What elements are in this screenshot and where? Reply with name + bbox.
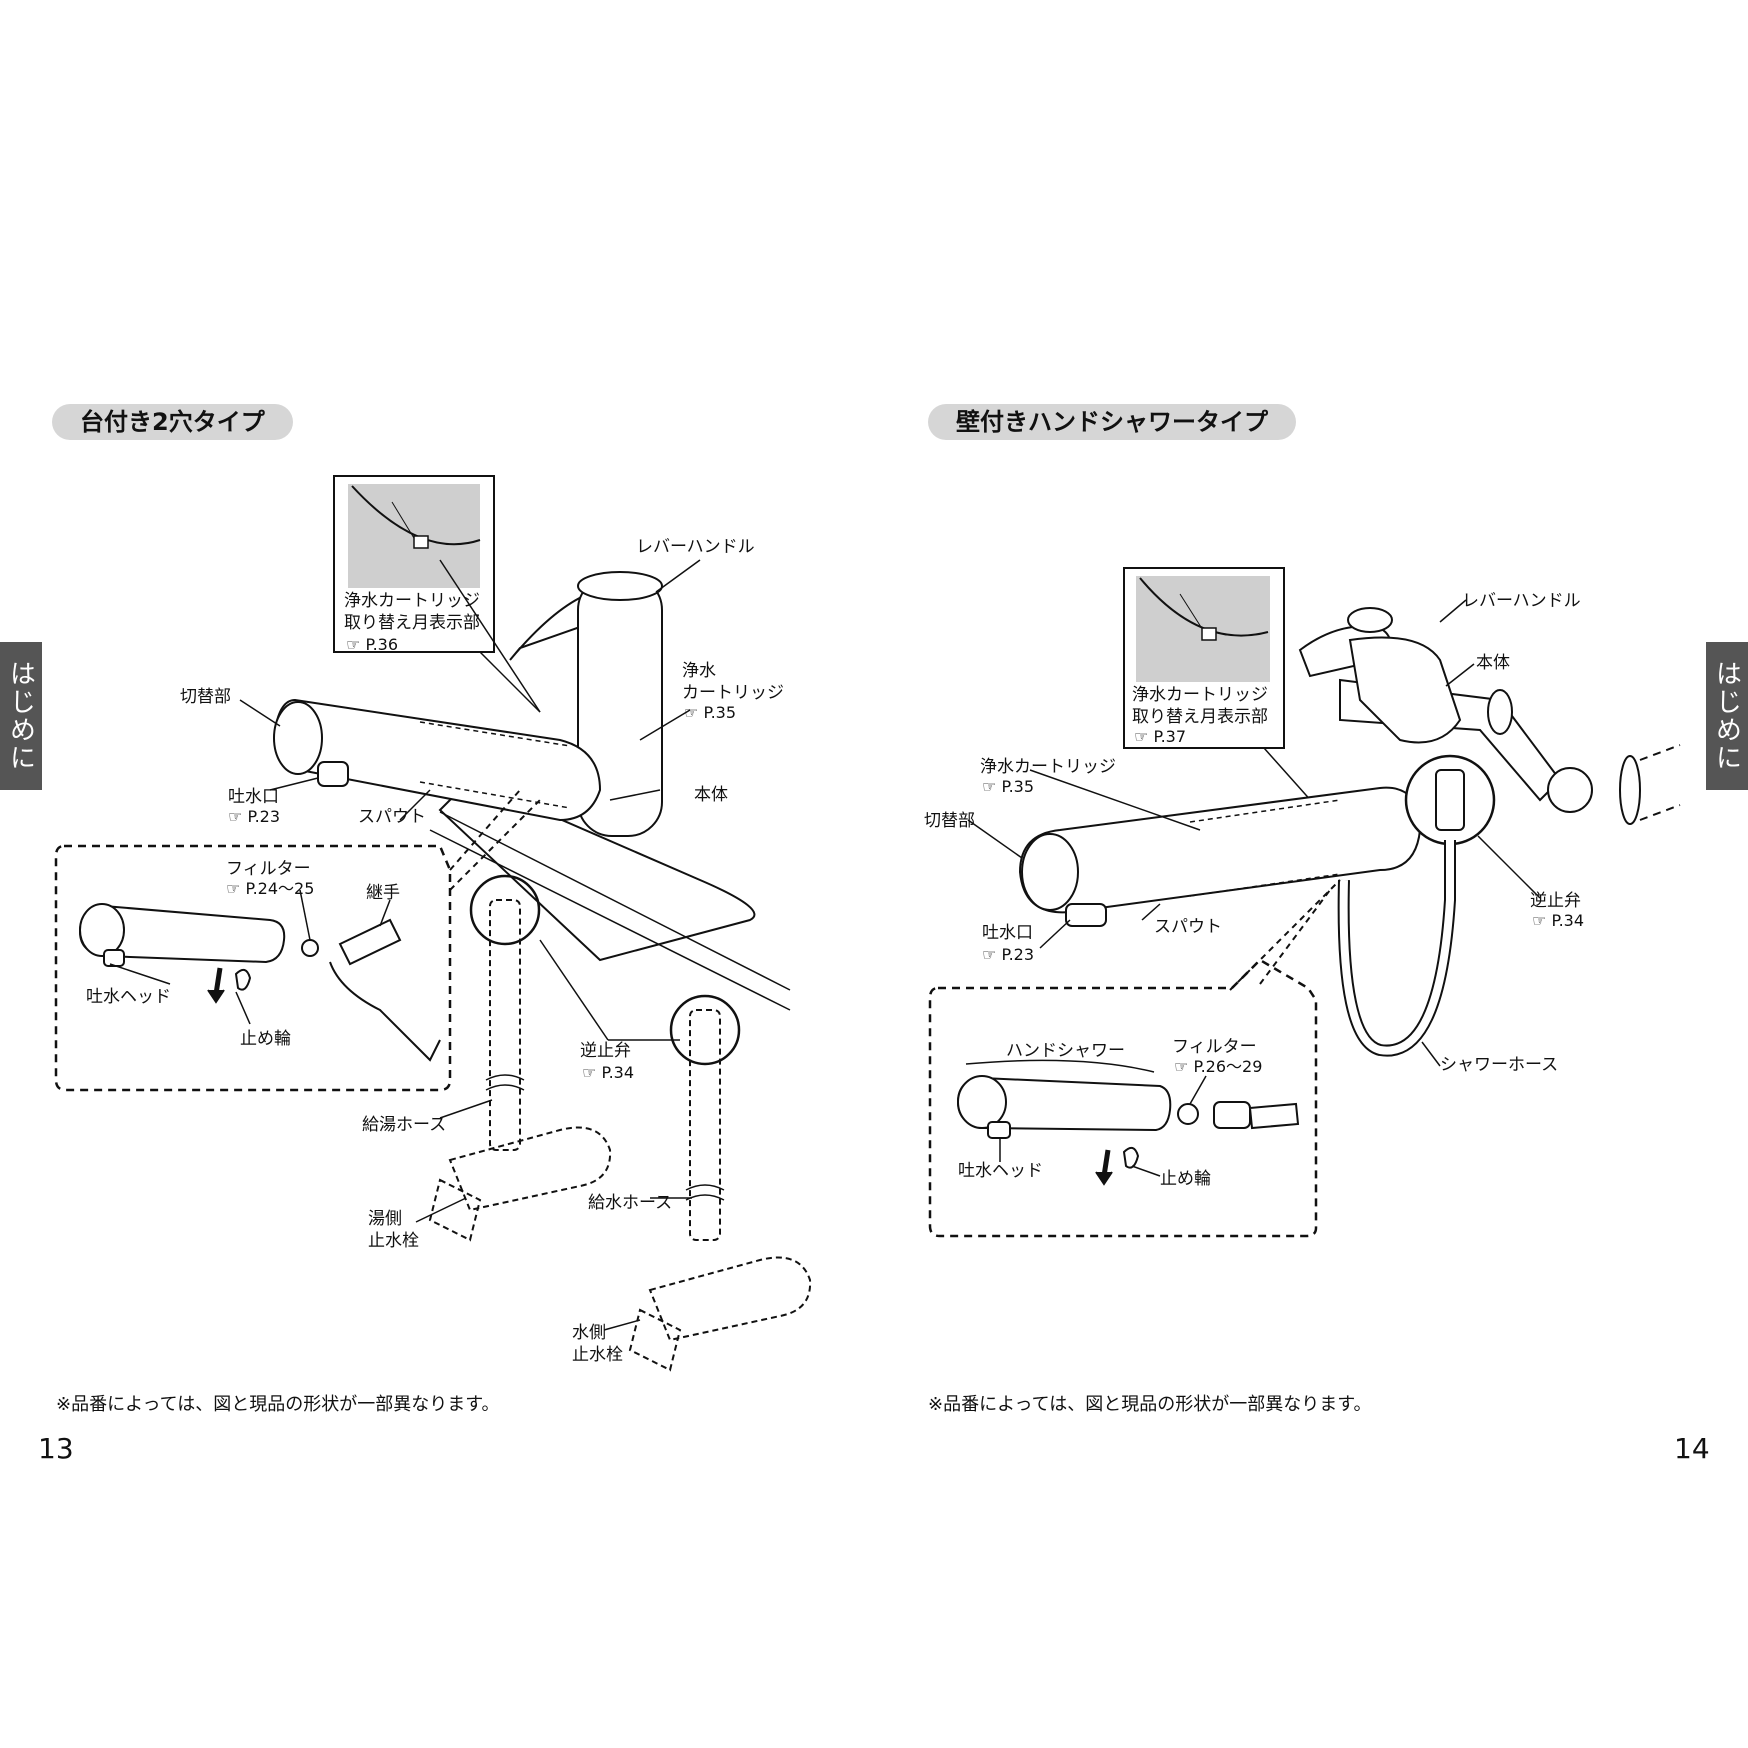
left-label-body: 本体 (694, 785, 728, 805)
left-label-head: 吐水ヘッド (86, 987, 171, 1007)
right-cartridge-ref[interactable]: ☞ P.35 (982, 777, 1035, 796)
right-filter-ref[interactable]: ☞ P.26〜29 (1174, 1057, 1263, 1076)
left-label-hot-valve-2: 止水栓 (368, 1231, 419, 1251)
left-label-spout: スパウト (358, 807, 426, 827)
left-page-number: 13 (38, 1432, 74, 1465)
right-label-check-valve: 逆止弁 (1530, 891, 1581, 911)
left-cartridge-ref[interactable]: ☞ P.35 (684, 703, 737, 722)
right-label-cartridge: 浄水カートリッジ (980, 757, 1116, 777)
pointing-hand-icon: ☞ (982, 777, 997, 796)
pointing-hand-icon: ☞ (982, 945, 997, 964)
left-note: ※品番によっては、図と現品の形状が一部異なります。 (56, 1394, 500, 1415)
right-check-ref[interactable]: ☞ P.34 (1532, 911, 1585, 930)
right-label-ring: 止め輪 (1160, 1169, 1211, 1189)
left-label-cold-valve-2: 止水栓 (572, 1345, 623, 1365)
right-detail-frame (928, 958, 1318, 1238)
pointing-hand-icon: ☞ (1532, 911, 1547, 930)
pointing-hand-icon: ☞ (684, 703, 699, 722)
right-section-title: 壁付きハンドシャワータイプ (928, 404, 1296, 440)
left-label-hot-hose: 給湯ホース (362, 1115, 447, 1135)
left-inset-label-1: 浄水カートリッジ (344, 591, 480, 611)
right-label-shower-hose: シャワーホース (1440, 1055, 1559, 1075)
right-note: ※品番によっては、図と現品の形状が一部異なります。 (928, 1394, 1372, 1415)
right-label-spout: スパウト (1154, 917, 1222, 937)
right-spout (1018, 786, 1422, 914)
right-label-switch: 切替部 (924, 811, 975, 831)
left-inset-ref[interactable]: ☞ P.36 (346, 635, 399, 654)
left-side-tab[interactable]: はじめに (0, 642, 42, 790)
right-label-hand-shower: ハンドシャワー (1006, 1041, 1125, 1061)
right-side-tab[interactable]: はじめに (1706, 642, 1748, 790)
right-label-filter: フィルター (1172, 1037, 1257, 1057)
left-label-joint: 継手 (366, 883, 400, 903)
pointing-hand-icon: ☞ (582, 1063, 597, 1082)
left-detail-frame (54, 844, 452, 1092)
right-label-body: 本体 (1476, 653, 1510, 673)
left-outlet-ref[interactable]: ☞ P.23 (228, 807, 281, 826)
left-inset-label-2: 取り替え月表示部 (344, 613, 480, 633)
left-label-cartridge-1: 浄水 (682, 661, 716, 681)
pointing-hand-icon: ☞ (346, 635, 361, 654)
right-page-number: 14 (1674, 1432, 1710, 1465)
right-label-outlet: 吐水口 (982, 923, 1033, 943)
left-check-ref[interactable]: ☞ P.34 (582, 1063, 635, 1082)
left-label-outlet: 吐水口 (228, 787, 279, 807)
left-filter-ref[interactable]: ☞ P.24〜25 (226, 879, 315, 898)
right-inset-ref[interactable]: ☞ P.37 (1134, 727, 1187, 746)
left-label-cold-valve-1: 水側 (572, 1323, 606, 1343)
month-indicator-icon (1201, 627, 1217, 641)
pointing-hand-icon: ☞ (228, 807, 243, 826)
left-label-ring: 止め輪 (240, 1029, 291, 1049)
right-label-lever: レバーハンドル (1462, 591, 1581, 611)
left-label-filter: フィルター (226, 859, 311, 879)
right-outlet-ref[interactable]: ☞ P.23 (982, 945, 1035, 964)
left-label-check-valve: 逆止弁 (580, 1041, 631, 1061)
right-inset-label-2: 取り替え月表示部 (1132, 707, 1268, 727)
pointing-hand-icon: ☞ (1174, 1057, 1189, 1076)
left-label-cold-hose: 給水ホース (588, 1193, 673, 1213)
right-faucet-body (1348, 636, 1462, 744)
right-label-head: 吐水ヘッド (958, 1161, 1043, 1181)
left-label-cartridge-2: カートリッジ (682, 683, 784, 703)
pointing-hand-icon: ☞ (226, 879, 241, 898)
month-indicator-icon (413, 535, 429, 549)
left-label-lever: レバーハンドル (636, 537, 755, 557)
left-label-hot-valve-1: 湯側 (368, 1209, 402, 1229)
left-section-title: 台付き2穴タイプ (52, 404, 293, 440)
left-label-switch: 切替部 (180, 687, 231, 707)
right-inset-label-1: 浄水カートリッジ (1132, 685, 1268, 705)
pointing-hand-icon: ☞ (1134, 727, 1149, 746)
